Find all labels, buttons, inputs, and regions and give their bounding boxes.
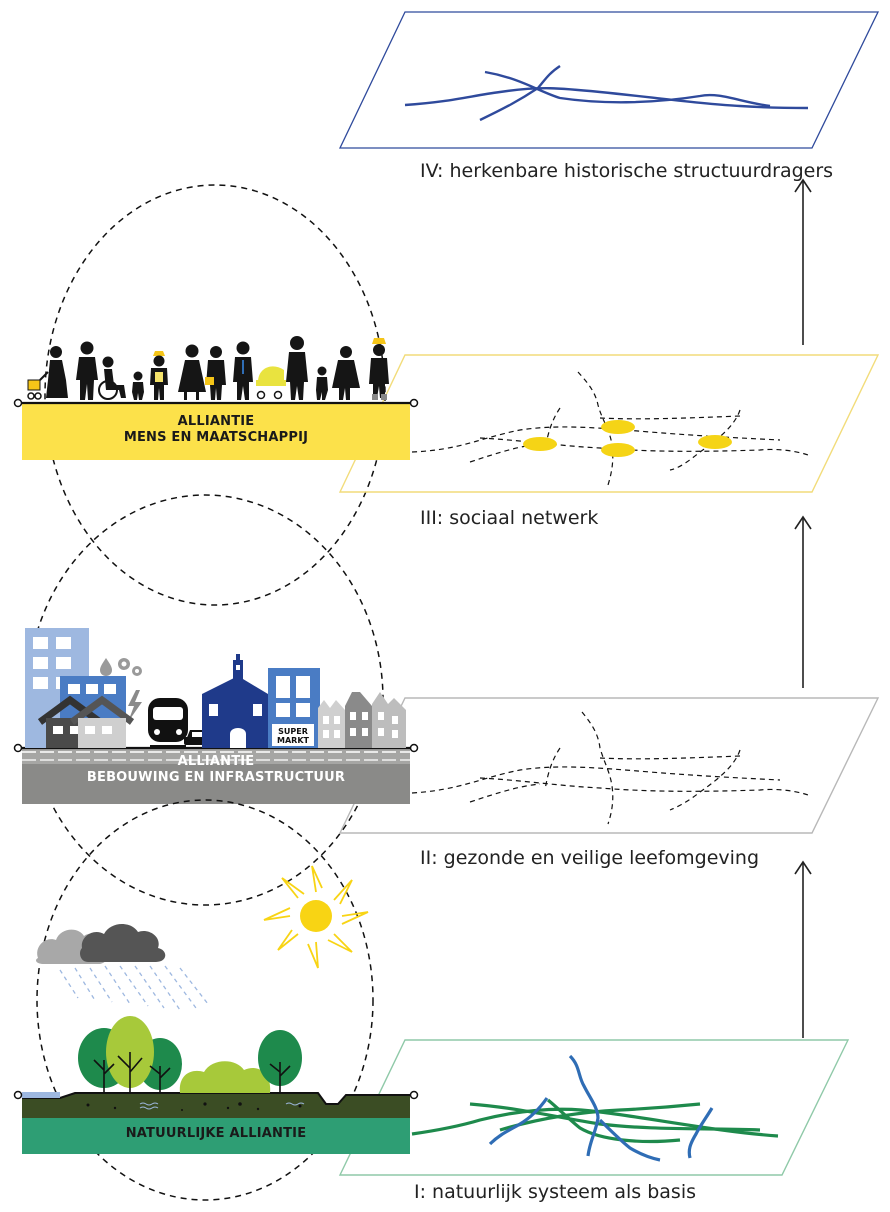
blue-stream-1 [568, 1054, 600, 1157]
alliance-natuur-label: NATUURLIJKE ALLIANTIE [22, 1126, 410, 1142]
trees-illustration [78, 1016, 302, 1093]
blue-stream-4 [687, 1107, 714, 1159]
mens-band-rect [22, 403, 410, 460]
blue-stream-2 [488, 1097, 549, 1146]
supermarket-sign-line2: MARKT [277, 736, 310, 745]
person-woman-icon [178, 344, 206, 400]
lightning-icon [128, 690, 142, 722]
person-small-child-icon [316, 366, 328, 400]
layer-iv-plane [338, 11, 880, 149]
pram-icon [256, 366, 286, 400]
layer-iv-caption: IV: herkenbare historische structuurdrag… [420, 160, 834, 182]
supermarket-sign-line1: SUPER [278, 727, 308, 736]
canal-houses-icon [318, 692, 406, 748]
alliance-bebouwing-label-line2: BEBOUWING EN INFRASTRUCTUUR [86, 770, 346, 785]
mens-band-left-node [13, 398, 23, 408]
arrow-iii-to-iv [794, 178, 812, 345]
social-node-3 [601, 443, 635, 457]
alliance-mens-label-line1: ALLIANTIE [177, 414, 255, 429]
person-child-icon [132, 371, 144, 400]
layer-ii-parallelogram [338, 697, 880, 834]
person-worker-icon [150, 351, 168, 400]
social-node-4 [698, 435, 732, 449]
layer-iii-plane [338, 354, 880, 493]
layer-i-caption: I: natuurlijk systeem als basis [414, 1181, 697, 1203]
supermarket-icon: SUPER MARKT [268, 668, 320, 748]
green-stream-3 [499, 1102, 701, 1132]
mens-band-right-node [409, 398, 419, 408]
social-node-1 [523, 437, 557, 451]
train-icon [148, 698, 188, 747]
person-builder-icon [369, 338, 389, 400]
green-stream-4 [546, 1098, 681, 1144]
layer-ii-plane [338, 697, 880, 834]
sun-icon [263, 865, 369, 969]
arrow-i-to-ii [794, 860, 812, 1038]
person-businessman-icon [233, 341, 253, 400]
alliance-mens-label-line2: MENS EN MAATSCHAPPIJ [123, 430, 309, 445]
alliance-mens-label: ALLIANTIE MENS EN MAATSCHAPPIJ [22, 414, 410, 446]
arrow-ii-to-iii [794, 515, 812, 688]
person-parent-icon [286, 336, 308, 400]
wheelchair-icon [98, 356, 126, 400]
bebouwing-band-left-node [13, 743, 23, 753]
natuur-band-rect [22, 1118, 410, 1154]
bebouwing-band-right-node [409, 743, 419, 753]
alliance-bebouwing-label-line1: ALLIANTIE [177, 754, 255, 769]
alliance-natuur-label-line2: NATUURLIJKE ALLIANTIE [125, 1126, 307, 1141]
gears-icon [118, 658, 142, 676]
historic-line-1 [404, 87, 809, 110]
person-with-stroller-icon [27, 346, 68, 400]
layer-i-plane [338, 1039, 850, 1176]
historic-line-3 [479, 65, 561, 122]
alliance-bebouwing-band [13, 743, 419, 804]
layer-iv-parallelogram [338, 11, 880, 149]
buildings-illustration: SUPER MARKT [25, 628, 406, 748]
layer-ii-caption: II: gezonde en veilige leefomgeving [420, 847, 760, 869]
house-grey-icon [69, 695, 135, 748]
townhall-icon [202, 654, 268, 748]
alliance-natuur-band [13, 1090, 419, 1154]
green-stream-2 [469, 1102, 761, 1132]
person-man-icon [76, 341, 98, 400]
bush-icon [179, 1061, 271, 1093]
natuur-band-right-node [409, 1090, 419, 1100]
alliance-mens-band [13, 398, 419, 460]
rain-cloud-icon [36, 923, 209, 1011]
historic-line-2 [484, 70, 771, 108]
blue-stream-3 [598, 1118, 661, 1162]
person-shopper-icon [205, 346, 226, 400]
people-illustration [27, 336, 389, 400]
alliance-natuur-dashed-circle [36, 799, 374, 1201]
water-drop-icon [100, 658, 112, 676]
social-node-2 [601, 420, 635, 434]
person-woman-2-icon [332, 346, 360, 400]
layer-iii-caption: III: sociaal netwerk [420, 507, 599, 529]
tree-dark-3-icon [258, 1030, 302, 1086]
alliance-bebouwing-label: ALLIANTIE BEBOUWING EN INFRASTRUCTUUR [22, 754, 410, 786]
natuur-band-left-node [13, 1090, 23, 1100]
